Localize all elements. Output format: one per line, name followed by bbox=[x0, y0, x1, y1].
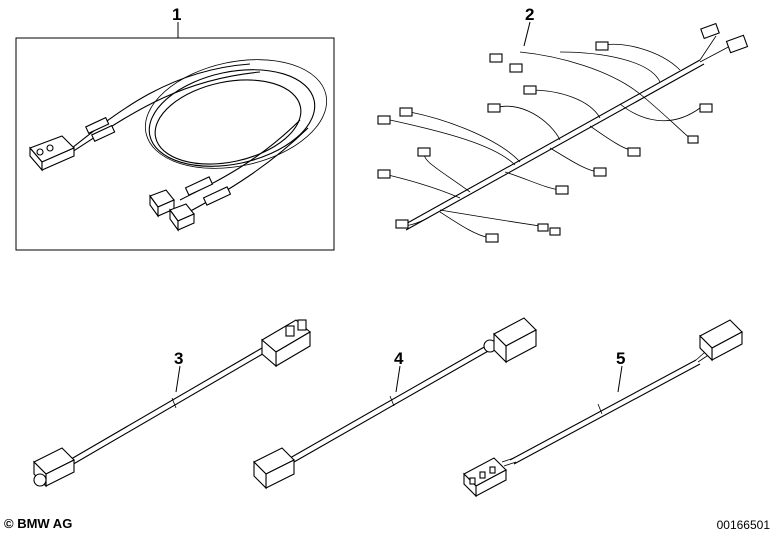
part-3-adapter-cable[interactable] bbox=[33, 319, 311, 488]
connector-icon bbox=[33, 447, 75, 488]
connector-icon bbox=[483, 317, 537, 364]
connector-icon bbox=[261, 319, 311, 368]
callout-2: 2 bbox=[525, 5, 534, 24]
connector-icon bbox=[377, 22, 749, 243]
image-number: 00166501 bbox=[716, 518, 770, 532]
callout-3: 3 bbox=[174, 349, 183, 368]
part-5-adapter-cable[interactable] bbox=[463, 319, 743, 498]
connector-icon bbox=[463, 457, 507, 498]
callout-5: 5 bbox=[616, 349, 625, 368]
copyright-text: © BMW AG bbox=[4, 516, 73, 531]
connector-icon bbox=[169, 203, 195, 232]
connector-icon bbox=[699, 319, 743, 362]
connector-icon bbox=[253, 447, 295, 490]
connector-icon bbox=[29, 135, 75, 172]
callout-1: 1 bbox=[172, 5, 181, 24]
callout-4: 4 bbox=[394, 349, 404, 368]
part-1-cable-set[interactable] bbox=[15, 22, 337, 251]
part-4-adapter-cable[interactable] bbox=[253, 317, 537, 490]
part-2-wiring-harness[interactable] bbox=[377, 21, 749, 243]
